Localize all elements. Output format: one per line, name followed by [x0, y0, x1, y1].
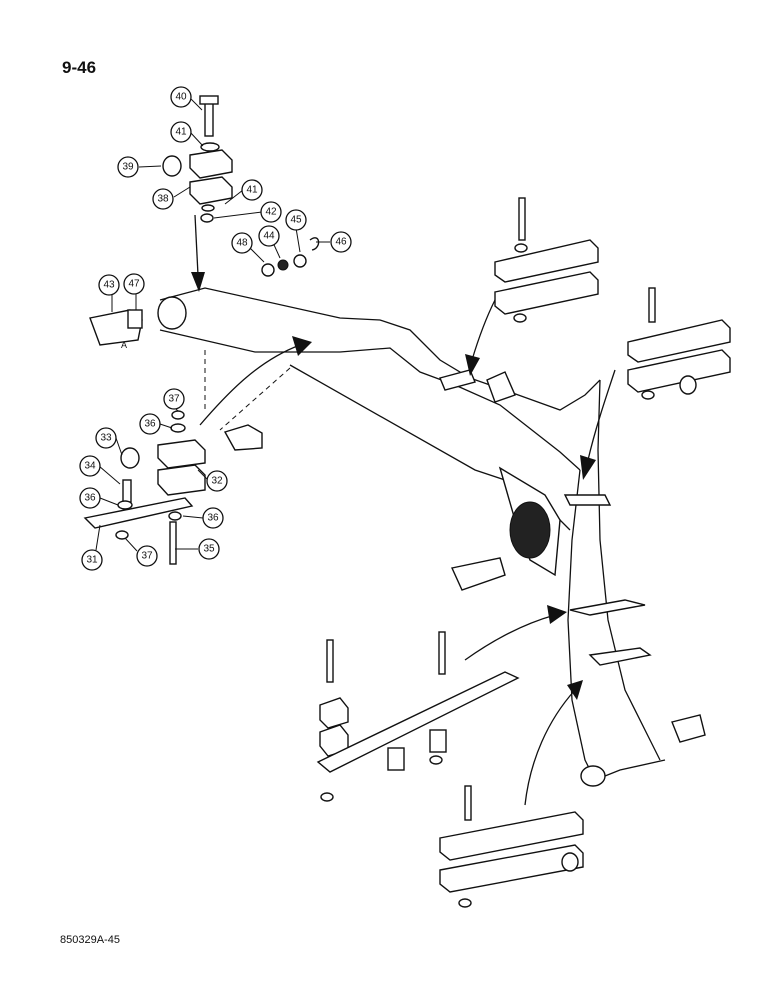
svg-text:48: 48 — [236, 238, 248, 249]
callout-34: 34 — [79, 455, 101, 477]
callout-36: 36 — [139, 413, 161, 435]
clamp-bar-upper — [494, 197, 599, 323]
callout-40: 40 — [170, 86, 192, 108]
callout-47: 47 — [123, 273, 145, 295]
boom-pins — [451, 557, 706, 743]
callout-44: 44 — [258, 225, 280, 247]
clamp-bar-lower — [439, 785, 584, 908]
svg-text:34: 34 — [84, 461, 96, 472]
callout-36: 36 — [79, 487, 101, 509]
callout-41: 41 — [170, 121, 192, 143]
callout-32: 32 — [206, 470, 228, 492]
callout-43: 43 — [98, 274, 120, 296]
callout-42: 42 — [260, 201, 282, 223]
svg-text:37: 37 — [168, 394, 180, 405]
callout-46: 46 — [330, 231, 352, 253]
leader-lines — [95, 97, 330, 552]
long-plate-assembly — [316, 631, 520, 802]
callout-41: 41 — [241, 179, 263, 201]
callout-33: 33 — [95, 427, 117, 449]
svg-text:44: 44 — [263, 231, 275, 242]
svg-text:36: 36 — [84, 493, 96, 504]
svg-text:36: 36 — [207, 513, 219, 524]
svg-text:42: 42 — [265, 207, 277, 218]
svg-text:38: 38 — [157, 194, 169, 205]
svg-text:41: 41 — [246, 185, 258, 196]
svg-text:33: 33 — [100, 433, 112, 444]
upper-clamp-group — [89, 95, 320, 346]
callout-38: 38 — [152, 188, 174, 210]
clamp-bar-right — [627, 287, 731, 400]
boom-outline — [157, 287, 666, 787]
svg-text:40: 40 — [175, 92, 187, 103]
callout-37: 37 — [163, 388, 185, 410]
figure-code: 850329A-45 — [60, 934, 120, 946]
lower-clamp-group — [83, 410, 263, 565]
callout-37: 37 — [136, 545, 158, 567]
svg-text:35: 35 — [203, 544, 215, 555]
reference-marker-a: A — [121, 340, 127, 350]
callout-45: 45 — [285, 209, 307, 231]
installation-arrows — [191, 214, 616, 806]
svg-text:46: 46 — [335, 237, 347, 248]
svg-text:37: 37 — [141, 551, 153, 562]
callout-39: 39 — [117, 156, 139, 178]
svg-text:36: 36 — [144, 419, 156, 430]
svg-text:31: 31 — [86, 555, 98, 566]
svg-text:43: 43 — [103, 280, 115, 291]
svg-text:32: 32 — [211, 476, 223, 487]
callout-48: 48 — [231, 232, 253, 254]
svg-text:45: 45 — [290, 215, 302, 226]
svg-text:41: 41 — [175, 127, 187, 138]
callout-31: 31 — [81, 549, 103, 571]
page-number: 9-46 — [62, 58, 97, 77]
svg-text:47: 47 — [128, 279, 140, 290]
svg-text:39: 39 — [122, 162, 134, 173]
callout-36: 36 — [202, 507, 224, 529]
callout-35: 35 — [198, 538, 220, 560]
